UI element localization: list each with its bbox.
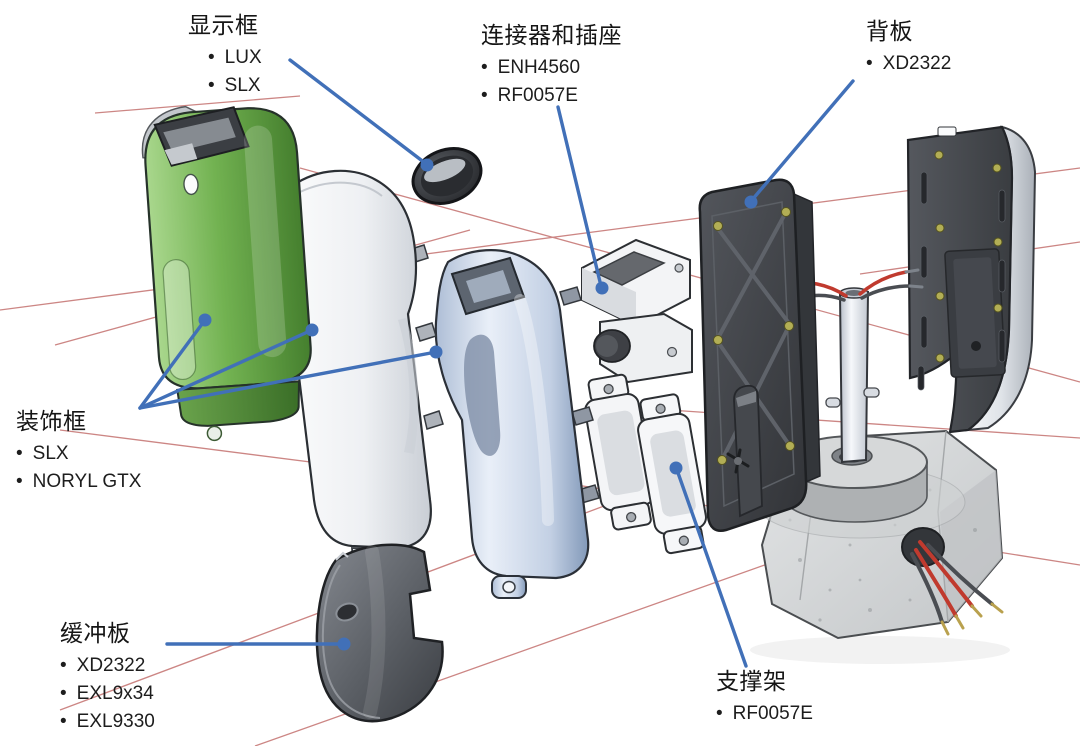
label-item: XD2322	[866, 50, 952, 78]
label-item: NORYL GTX	[16, 468, 142, 496]
label-item: RF0057E	[481, 82, 622, 110]
label-title: 支撑架	[716, 668, 787, 694]
label-item: XD2322	[60, 652, 155, 680]
label-items: ENH4560 RF0057E	[481, 54, 622, 110]
rear-panel	[906, 125, 1037, 434]
callout-lines	[138, 58, 855, 668]
label-title: 缓冲板	[60, 620, 131, 646]
conduit-tube	[774, 268, 924, 464]
label-title: 连接器和插座	[481, 22, 622, 48]
label-items: RF0057E	[716, 700, 813, 728]
plate-screws	[713, 207, 795, 465]
label-items: LUX SLX	[208, 44, 262, 100]
label-back-plate: 背板 XD2322	[866, 16, 951, 78]
label-trim-frame: 装饰框 SLX NORYL GTX	[16, 406, 141, 496]
label-item: RF0057E	[716, 700, 813, 728]
label-display-frame: 显示框 LUX SLX	[188, 10, 262, 100]
display-lens	[411, 147, 483, 205]
panel-screws	[934, 150, 1003, 363]
label-items: XD2322	[866, 50, 952, 78]
silver-blue-housing	[434, 249, 600, 599]
label-title: 显示框	[188, 12, 259, 38]
label-connectors-and-sockets: 连接器和插座 ENH4560 RF0057E	[481, 20, 622, 110]
concrete-base	[750, 429, 1010, 664]
label-item: EXL9x34	[60, 680, 155, 708]
label-item: SLX	[208, 72, 262, 100]
label-item: SLX	[16, 440, 141, 468]
base-outlet-wires	[901, 527, 1004, 636]
label-buffer-plate: 缓冲板 XD2322 EXL9x34 EXL9330	[60, 618, 155, 736]
green-front-housing	[141, 105, 312, 442]
label-support-bracket: 支撑架 RF0057E	[716, 666, 813, 728]
buffer-plate-part	[315, 543, 444, 723]
label-item: ENH4560	[481, 54, 622, 82]
label-item: LUX	[208, 44, 262, 72]
label-items: SLX NORYL GTX	[16, 440, 142, 496]
label-title: 装饰框	[16, 408, 87, 434]
mounting-bracket-a	[584, 373, 656, 531]
back-plate-part	[698, 178, 821, 532]
label-item: EXL9330	[60, 708, 155, 736]
label-items: XD2322 EXL9x34 EXL9330	[60, 652, 155, 736]
label-title: 背板	[866, 18, 913, 44]
